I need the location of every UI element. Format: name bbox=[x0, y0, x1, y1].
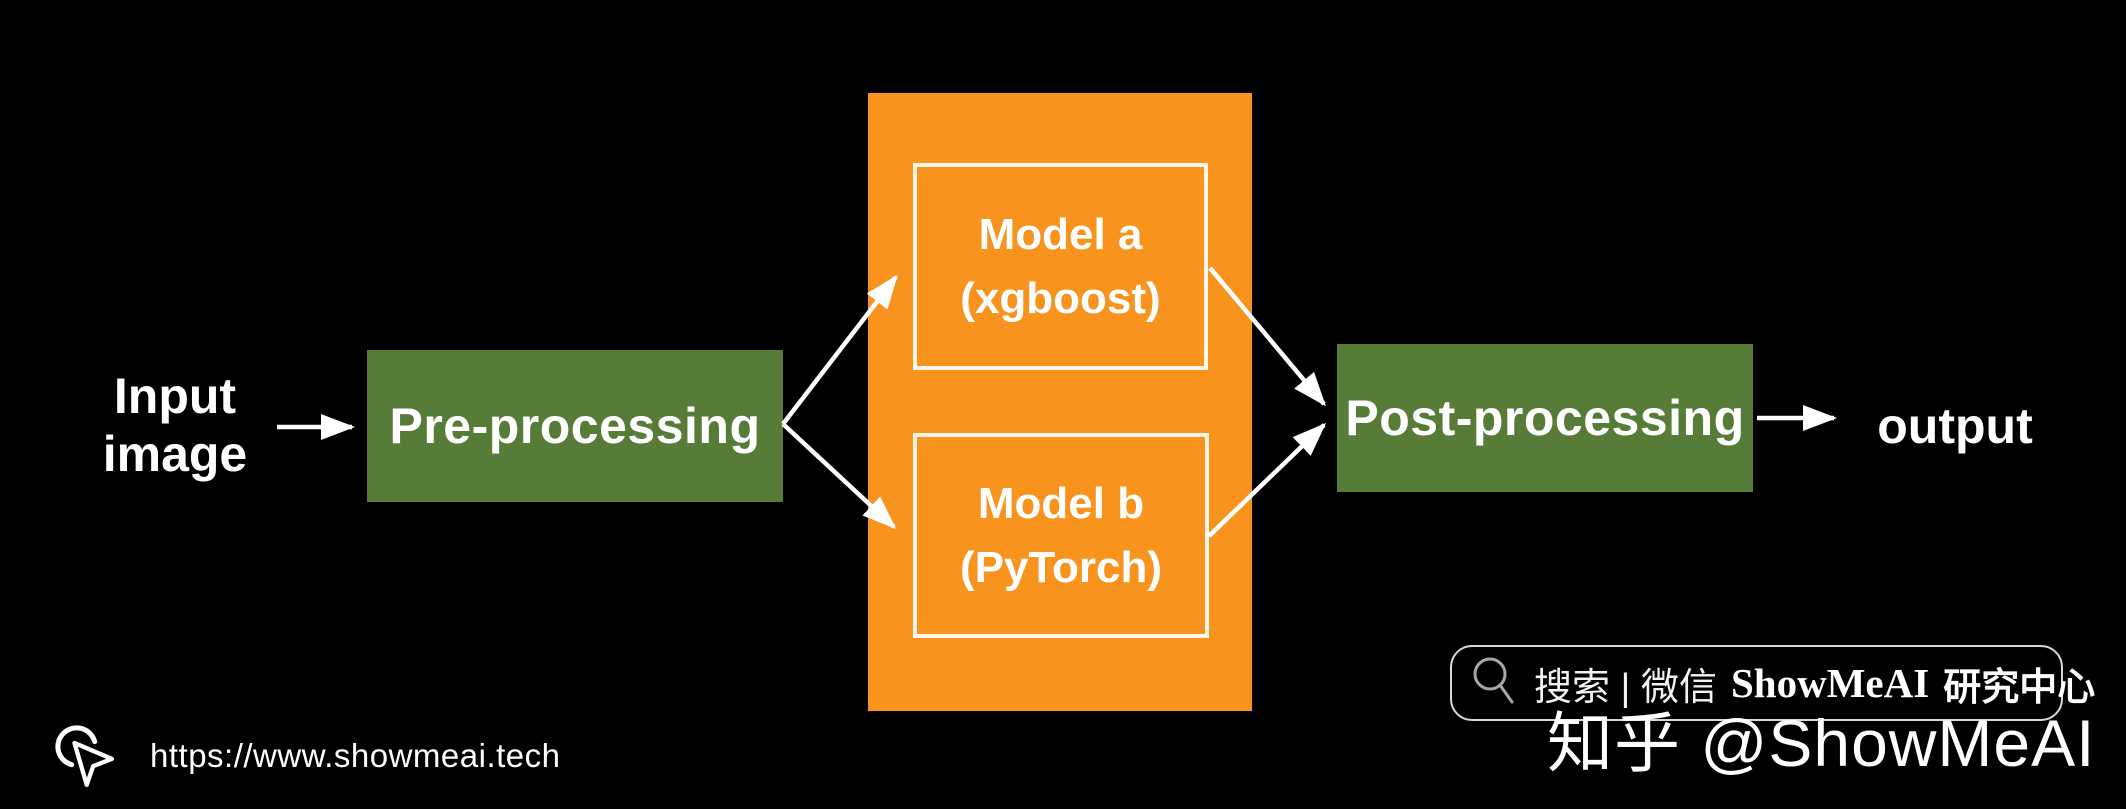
model-b-line2: (PyTorch) bbox=[959, 542, 1163, 592]
model-b-box: Model b (PyTorch) bbox=[913, 433, 1209, 638]
cursor-click-icon bbox=[55, 725, 115, 787]
input-label-line1: Input bbox=[113, 368, 237, 424]
search-icon bbox=[1473, 657, 1514, 704]
postprocessing-label: Post-processing bbox=[1345, 390, 1745, 446]
brand-name-text: ShowMeAI bbox=[1731, 660, 1930, 706]
arrow-model-a-to-postprocessing bbox=[1208, 266, 1326, 407]
input-image-label: Input image bbox=[60, 368, 290, 483]
arrow-model-b-to-postprocessing bbox=[1207, 422, 1327, 538]
postprocessing-box: Post-processing bbox=[1337, 344, 1753, 492]
model-a-line1: Model a bbox=[978, 209, 1143, 259]
zhihu-handle-watermark: 知乎 @ShowMeAI bbox=[1547, 706, 2096, 780]
preprocessing-label: Pre-processing bbox=[389, 398, 761, 454]
footer-link-area: https://www.showmeai.tech bbox=[50, 720, 561, 792]
model-ensemble-container bbox=[868, 93, 1252, 711]
arrow-preprocessing-to-model-b bbox=[781, 422, 897, 530]
website-url: https://www.showmeai.tech bbox=[150, 737, 561, 774]
model-b-line1: Model b bbox=[977, 478, 1145, 528]
wechat-search-watermark: 搜索 | 微信 ShowMeAI 研究中心 bbox=[1450, 645, 2095, 721]
model-a-box: Model a (xgboost) bbox=[913, 163, 1208, 370]
preprocessing-box: Pre-processing bbox=[367, 350, 783, 502]
output-label: output bbox=[1877, 398, 2033, 454]
model-a-line2: (xgboost) bbox=[960, 273, 1161, 323]
search-prefix-text: 搜索 | 微信 bbox=[1534, 666, 1717, 709]
arrow-preprocessing-to-model-a bbox=[781, 274, 898, 426]
input-label-line2: image bbox=[102, 425, 248, 482]
brand-suffix-text: 研究中心 bbox=[1943, 666, 2096, 709]
